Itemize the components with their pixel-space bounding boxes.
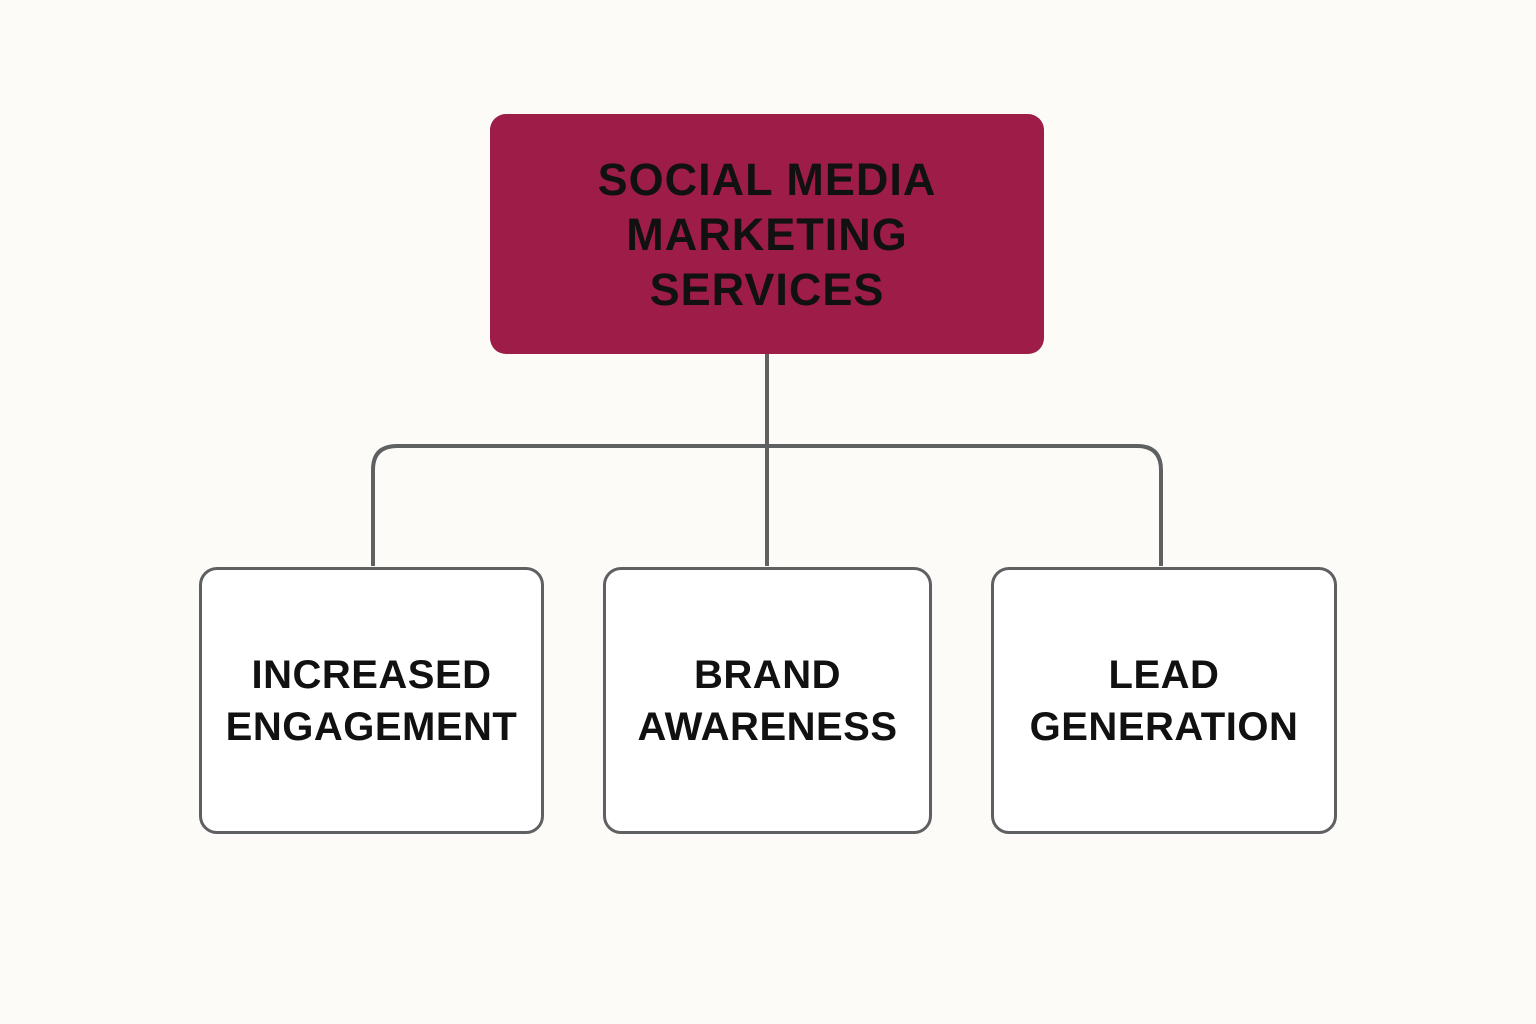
- root-node-label-line-2: MARKETING: [626, 208, 908, 260]
- root-node-social-media-marketing-services: SOCIAL MEDIA MARKETING SERVICES: [490, 114, 1044, 354]
- child-node-lead-generation: LEAD GENERATION: [991, 567, 1337, 834]
- child-node-brand-awareness: BRAND AWARENESS: [603, 567, 932, 834]
- child-node-increased-engagement: INCREASED ENGAGEMENT: [199, 567, 544, 834]
- child-node-label-line-2: AWARENESS: [637, 704, 898, 749]
- child-node-label-line-1: BRAND: [694, 652, 841, 697]
- child-node-label-line-2: ENGAGEMENT: [225, 704, 518, 749]
- root-node-label-line-1: SOCIAL MEDIA: [597, 153, 937, 205]
- child-node-label-line-1: LEAD: [1108, 652, 1220, 697]
- root-node-label-line-3: SERVICES: [649, 263, 885, 315]
- connector-horizontal-bar: [371, 444, 1163, 566]
- child-node-label-line-2: GENERATION: [1029, 704, 1299, 749]
- child-node-label-line-1: INCREASED: [251, 652, 492, 697]
